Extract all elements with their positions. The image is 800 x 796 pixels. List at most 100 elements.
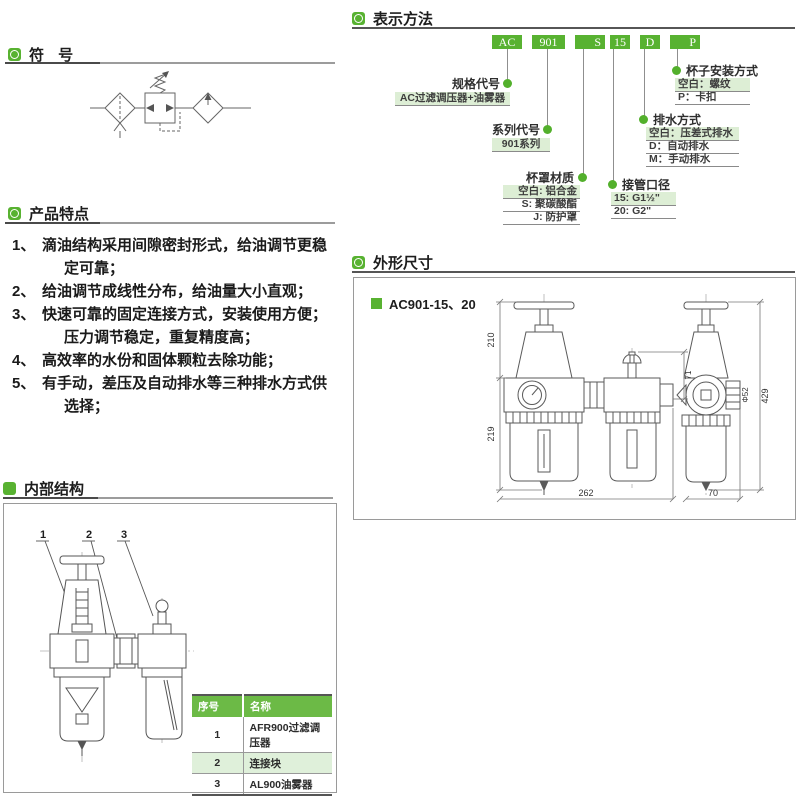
features-title: 产品特点 (29, 206, 90, 223)
dimensions-title: 外形尺寸 (373, 255, 434, 272)
callout-1: 1 (40, 529, 46, 541)
feature-text: 有手动，差压及自动排水等三种排水方式供 (42, 375, 328, 392)
callout-2: 2 (86, 529, 92, 541)
feature-item: 2、给油调节成线性分布，给油量大小直观； (10, 280, 348, 303)
dimension-lines (496, 298, 764, 503)
part-no: 2 (192, 752, 244, 774)
feature-text-cont: 压力调节稳定，重复精度高； (64, 329, 260, 346)
connector-line (644, 49, 645, 116)
model-code-diagram: AC 901 S 15 D P 规格代号 AC过滤调压器+油雾器 系列代号 90… (350, 0, 800, 252)
cup-material-label: 杯罩材质 (525, 171, 574, 185)
brand-logo-icon (352, 256, 365, 269)
structure-title: 内部结构 (24, 481, 85, 498)
brand-logo-icon (352, 12, 365, 25)
feature-item: 3、快速可靠的固定连接方式，安装使用方便； 压力调节稳定，重复精度高； (10, 303, 348, 349)
afr900-unit (49, 555, 115, 756)
structure-underline (3, 497, 333, 499)
node-dot (672, 66, 681, 75)
code-box-d: D (640, 35, 660, 49)
feature-number: 1、 (12, 237, 36, 254)
spec-code-value: AC过滤调压器+油雾器 (395, 92, 510, 106)
features-underline (5, 222, 335, 224)
node-dot (639, 115, 648, 124)
drain-type-option: D：自动排水 (646, 140, 739, 154)
feature-item: 1、滴油结构采用间隙密封形式，给油调节更稳定可靠； (10, 234, 348, 280)
dim-70: 70 (708, 488, 718, 498)
dim-210: 210 (486, 332, 496, 347)
spec-code-label: 规格代号 (451, 77, 500, 91)
symbol-title: 符 号 (29, 47, 79, 64)
port-size-option: 15: G1½" (611, 192, 676, 206)
cup-material-option: J: 防护罩 (503, 211, 580, 225)
code-box-901: 901 (532, 35, 565, 49)
dimensions-underline (352, 271, 795, 273)
code-box-s: S (575, 35, 605, 49)
dim-262: 262 (578, 488, 593, 498)
coding-underline (352, 27, 795, 29)
structure-panel: 1 2 3 (3, 503, 337, 796)
part-no: 1 (192, 717, 244, 753)
coding-title: 表示方法 (373, 11, 434, 28)
table-row: 2 连接块 (192, 752, 332, 774)
feature-item: 4、高效率的水份和固体颗粒去除功能； (10, 349, 348, 372)
green-square-bullet (371, 298, 382, 309)
feature-list: 1、滴油结构采用间隙密封形式，给油调节更稳定可靠； 2、给油调节成线性分布，给油… (10, 234, 348, 418)
feature-text-cont: 定可靠； (64, 260, 125, 277)
code-box-p: P (670, 35, 700, 49)
feature-text: 滴油结构采用间隙密封形式，给油调节更稳 (42, 237, 328, 254)
code-box-ac: AC (492, 35, 522, 49)
feature-item: 5、有手动，差压及自动排水等三种排水方式供选择； (10, 372, 348, 418)
section-header-dimensions: 外形尺寸 (352, 252, 433, 273)
part-name: 连接块 (243, 752, 332, 774)
feature-number: 2、 (12, 283, 36, 300)
node-dot (503, 79, 512, 88)
feature-text-cont: 选择； (64, 398, 110, 415)
dimension-drawing: 210 219 262 71 Φ52 429 70 (486, 294, 770, 503)
cup-material-option: 空白: 铝合金 (503, 185, 580, 199)
dim-dia52: Φ52 (741, 387, 750, 403)
series-code-value: 901系列 (492, 138, 550, 152)
parts-col-no: 序号 (192, 695, 244, 717)
node-dot (543, 125, 552, 134)
dimensions-panel: AC901-15、20 (353, 277, 796, 520)
connecting-block (113, 633, 139, 669)
section-header-coding: 表示方法 (352, 8, 433, 29)
dim-219: 219 (486, 426, 496, 441)
dimension-labels: 210 219 262 71 Φ52 429 70 (486, 332, 770, 498)
port-size-label: 接管口径 (622, 178, 671, 192)
model-label: AC901-15、20 (389, 297, 476, 312)
feature-number: 5、 (12, 375, 36, 392)
node-dot (608, 180, 617, 189)
connector-line (547, 49, 548, 126)
cup-material-option: S: 聚碳酸酯 (503, 198, 580, 212)
section-header-features: 产品特点 (8, 203, 89, 224)
cup-mount-option: P：卡扣 (675, 91, 750, 105)
part-name: AFR900过滤调压器 (243, 717, 332, 753)
green-square-icon (3, 482, 16, 495)
connector-line (677, 49, 678, 67)
dim-429: 429 (760, 388, 770, 403)
table-row: 1 AFR900过滤调压器 (192, 717, 332, 753)
node-dot (578, 173, 587, 182)
callout-3: 3 (121, 529, 127, 541)
drain-type-option: M：手动排水 (646, 153, 739, 167)
table-row: 3 AL900油雾器 (192, 773, 332, 796)
port-size-option: 20: G2" (611, 205, 676, 219)
feature-number: 3、 (12, 306, 36, 323)
section-header-symbol: 符 号 (8, 44, 78, 65)
part-name: AL900油雾器 (243, 773, 332, 796)
feature-number: 4、 (12, 352, 36, 369)
internal-structure-drawing: 1 2 3 (36, 529, 194, 762)
part-no: 3 (192, 773, 244, 796)
connector-line (507, 49, 508, 80)
section-header-structure: 内部结构 (3, 478, 84, 499)
code-box-15: 15 (610, 35, 630, 49)
brand-logo-icon (8, 207, 21, 220)
drain-type-option: 空白：压差式排水 (646, 127, 739, 141)
pneumatic-symbol-diagram (90, 71, 251, 138)
model-label-row: AC901-15、20 (371, 294, 476, 313)
feature-text: 快速可靠的固定连接方式，安装使用方便； (42, 306, 328, 323)
cup-mount-option: 空白：螺纹 (675, 78, 750, 92)
series-code-label: 系列代号 (491, 123, 540, 137)
